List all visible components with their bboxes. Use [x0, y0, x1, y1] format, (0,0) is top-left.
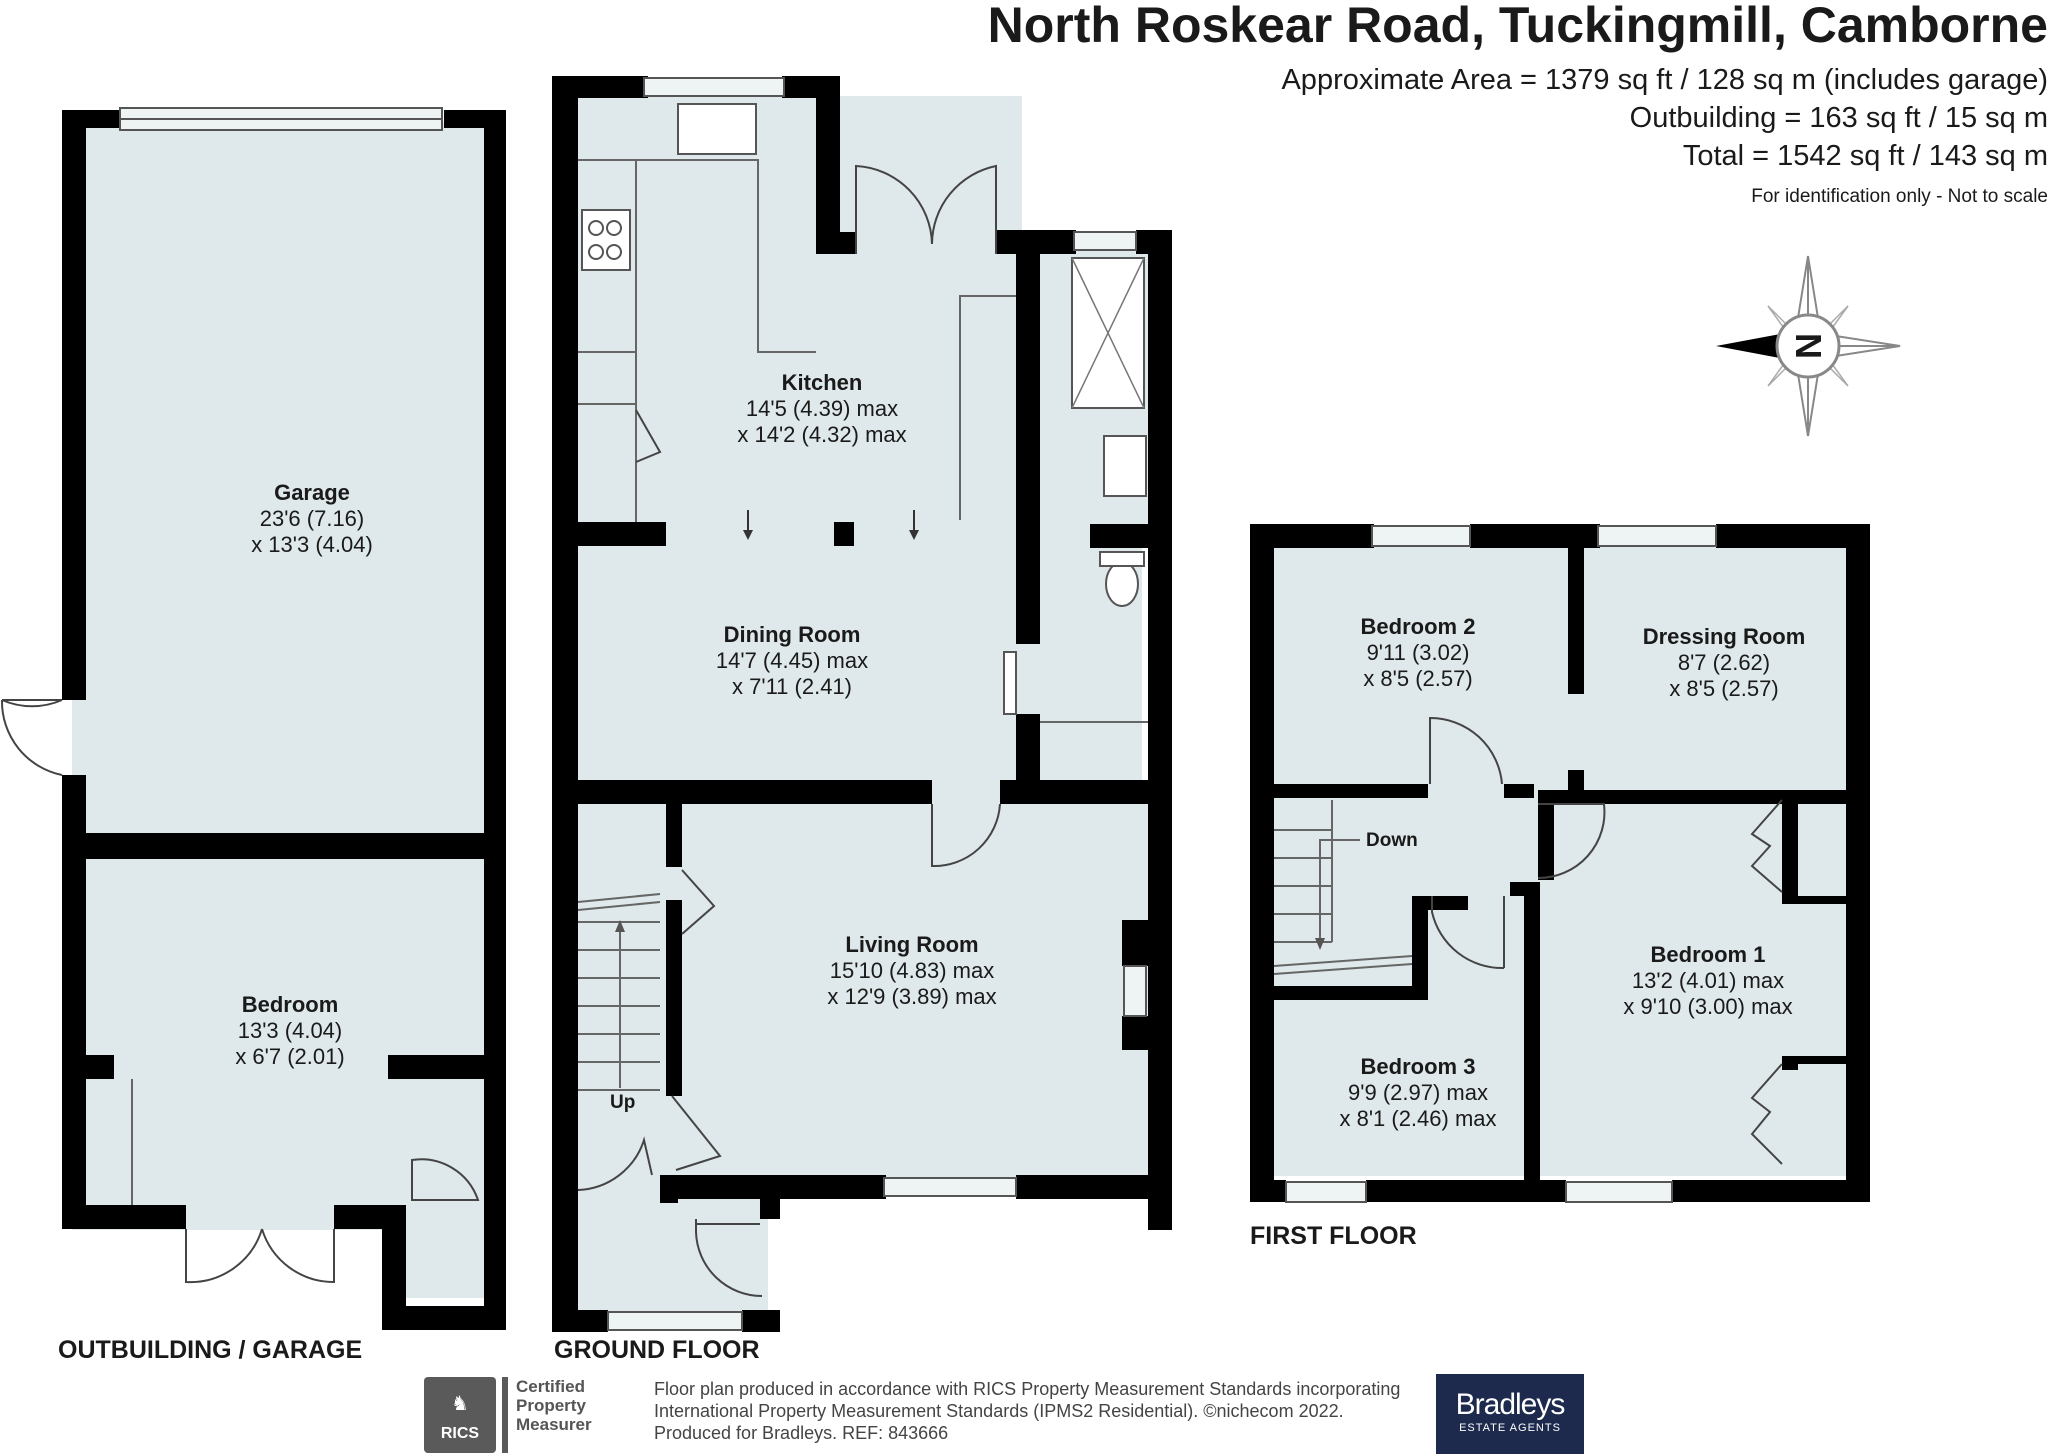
- room-dim: 9'11 (3.02): [1366, 640, 1470, 665]
- room-name: Bedroom 2: [1360, 614, 1476, 639]
- rics-certified-text: Certified Property Measurer: [516, 1377, 592, 1434]
- rics-line: Property: [516, 1396, 586, 1415]
- room-dim: 14'7 (4.45) max: [715, 648, 869, 673]
- room-name: Kitchen: [781, 370, 863, 395]
- floor-label-ground: GROUND FLOOR: [554, 1336, 760, 1364]
- room-dim: 14'5 (4.39) max: [745, 396, 899, 421]
- room-dim: x 13'3 (4.04): [251, 532, 373, 557]
- room-name: Living Room: [845, 932, 979, 957]
- room-dim: 15'10 (4.83) max: [829, 958, 995, 983]
- room-name: Bedroom: [241, 992, 339, 1017]
- room-label-bedroom-2: Bedroom 2 9'11 (3.02) x 8'5 (2.57): [1248, 614, 1588, 692]
- room-label-dining-room: Dining Room 14'7 (4.45) max x 7'11 (2.41…: [622, 622, 962, 700]
- lion-icon: ♞: [451, 1393, 469, 1415]
- footer-line: Produced for Bradleys. REF: 843666: [654, 1423, 949, 1443]
- rics-badge: ♞ RICS Certified Property Measurer: [424, 1377, 644, 1453]
- room-name: Bedroom 1: [1650, 942, 1766, 967]
- room-dim: 23'6 (7.16): [259, 506, 365, 531]
- brand-tagline: ESTATE AGENTS: [1459, 1422, 1561, 1434]
- room-label-garage: Garage 23'6 (7.16) x 13'3 (4.04): [142, 480, 482, 558]
- ground-floor-plan: [552, 76, 1172, 1332]
- room-dim: x 8'5 (2.57): [1669, 676, 1779, 701]
- rics-line: Certified: [516, 1377, 585, 1396]
- rics-logo: ♞ RICS: [424, 1377, 496, 1453]
- area-line-outbuilding: Outbuilding = 163 sq ft / 15 sq m: [1629, 102, 2048, 134]
- stair-label-up: Up: [610, 1092, 636, 1113]
- room-dim: x 9'10 (3.00) max: [1623, 994, 1793, 1019]
- room-dim: 8'7 (2.62): [1677, 650, 1771, 675]
- room-dim: 13'2 (4.01) max: [1631, 968, 1785, 993]
- room-name: Bedroom 3: [1360, 1054, 1476, 1079]
- footer-line: Floor plan produced in accordance with R…: [654, 1379, 1401, 1399]
- room-name: Dining Room: [723, 622, 861, 647]
- page-title: North Roskear Road, Tuckingmill, Camborn…: [987, 0, 2048, 53]
- room-label-bedroom-1: Bedroom 1 13'2 (4.01) max x 9'10 (3.00) …: [1538, 942, 1878, 1020]
- outbuilding-plan: [0, 107, 506, 1330]
- rics-line: Measurer: [516, 1415, 592, 1434]
- north-arrow-icon: [1716, 255, 1901, 437]
- room-label-bedroom-3: Bedroom 3 9'9 (2.97) max x 8'1 (2.46) ma…: [1248, 1054, 1588, 1132]
- room-dim: 13'3 (4.04): [237, 1018, 343, 1043]
- footer-notes: Floor plan produced in accordance with R…: [654, 1378, 1400, 1444]
- room-dim: x 14'2 (4.32) max: [737, 422, 907, 447]
- room-dim: x 8'1 (2.46) max: [1339, 1106, 1497, 1131]
- disclaimer: For identification only - Not to scale: [1751, 186, 2048, 207]
- compass-letter: N: [1788, 333, 1829, 359]
- brand-name: Bradleys: [1455, 1388, 1566, 1421]
- room-dim: 9'9 (2.97) max: [1348, 1080, 1488, 1105]
- rics-org: RICS: [440, 1425, 480, 1442]
- room-label-kitchen: Kitchen 14'5 (4.39) max x 14'2 (4.32) ma…: [652, 370, 992, 448]
- area-line-total: Total = 1542 sq ft / 143 sq m: [1682, 140, 2048, 172]
- floor-label-outbuilding: OUTBUILDING / GARAGE: [58, 1336, 363, 1364]
- stair-label-down: Down: [1366, 830, 1418, 851]
- room-label-living-room: Living Room 15'10 (4.83) max x 12'9 (3.8…: [742, 932, 1082, 1010]
- room-name: Dressing Room: [1642, 624, 1806, 649]
- room-dim: x 8'5 (2.57): [1363, 666, 1473, 691]
- room-dim: x 7'11 (2.41): [732, 674, 852, 699]
- room-name: Garage: [274, 480, 350, 505]
- floor-label-first: FIRST FLOOR: [1250, 1222, 1417, 1250]
- room-dim: x 6'7 (2.01): [235, 1044, 345, 1069]
- room-label-outbuilding-bedroom: Bedroom 13'3 (4.04) x 6'7 (2.01): [120, 992, 460, 1070]
- footer-line: International Property Measurement Stand…: [654, 1401, 1344, 1421]
- room-label-dressing-room: Dressing Room 8'7 (2.62) x 8'5 (2.57): [1554, 624, 1894, 702]
- area-line-approx: Approximate Area = 1379 sq ft / 128 sq m…: [1281, 64, 2048, 96]
- room-dim: x 12'9 (3.89) max: [827, 984, 997, 1009]
- bradleys-logo: Bradleys ESTATE AGENTS: [1436, 1374, 1584, 1454]
- first-floor-plan: [1250, 524, 1870, 1203]
